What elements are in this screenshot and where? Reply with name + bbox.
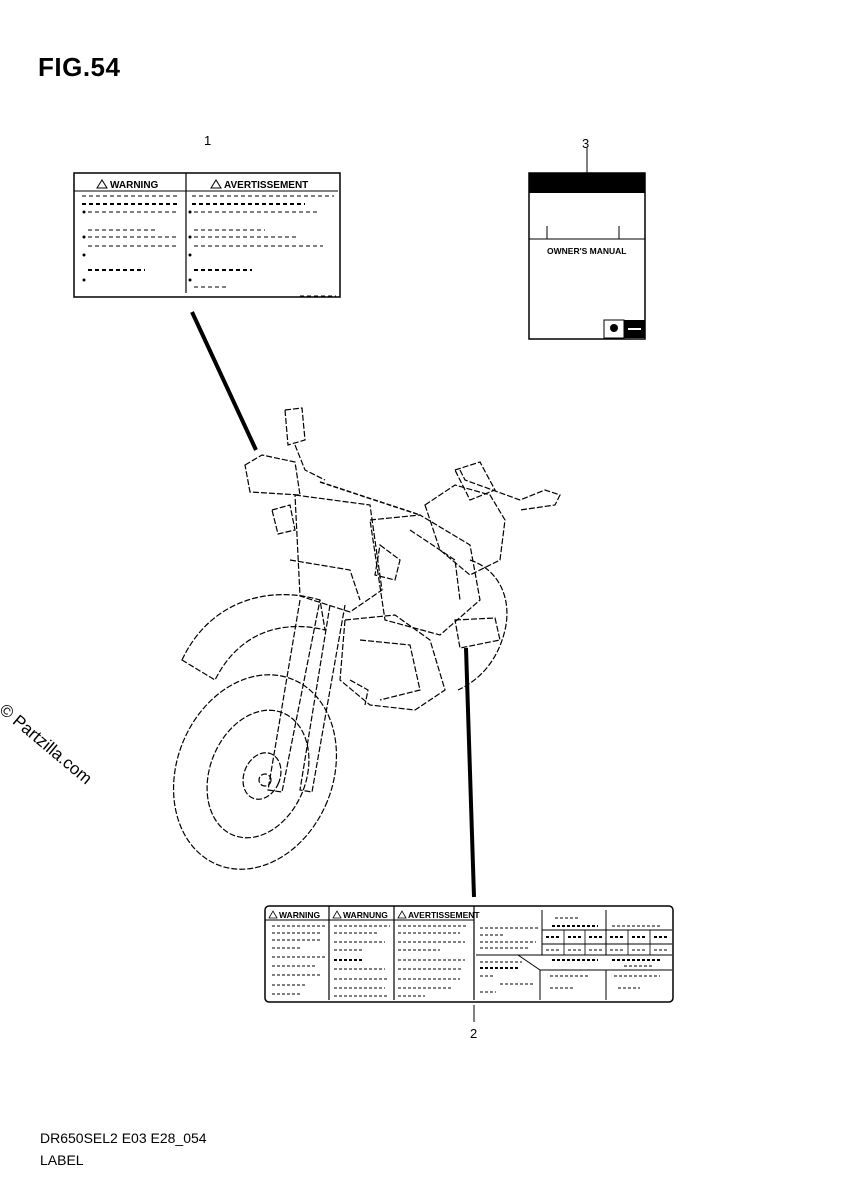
- callout-2: 2: [470, 1026, 478, 1041]
- brand-logo-icon: [610, 324, 618, 332]
- figure-title: FIG.54: [38, 52, 121, 82]
- warning-triangle-icon: [96, 179, 108, 189]
- warning-label-2[interactable]: WARNING WARNUNG AVERTISSEMENT: [264, 905, 674, 1003]
- callout-1: 1: [204, 133, 212, 148]
- owners-manual[interactable]: OWNER'S MANUAL: [528, 148, 646, 340]
- callout-3: 3: [582, 136, 590, 151]
- warning-triangle-icon: [332, 910, 342, 919]
- label2-text-lines: [272, 917, 668, 997]
- label1-bullets: [82, 210, 192, 282]
- motorcycle-outline: [172, 407, 561, 870]
- warning-triangle-icon: [268, 910, 278, 919]
- handlebar: [319, 481, 421, 516]
- footer-label: LABEL: [40, 1152, 84, 1168]
- owners-manual-title: OWNER'S MANUAL: [547, 246, 626, 256]
- leader-line-2: [464, 647, 476, 898]
- label2-avertissement-heading: AVERTISSEMENT: [408, 910, 480, 920]
- footer-code: DR650SEL2 E03 E28_054: [40, 1130, 207, 1146]
- warning-triangle-icon: [210, 179, 222, 189]
- warning-triangle-icon: [397, 910, 407, 919]
- label2-warnung-heading: WARNUNG: [343, 910, 388, 920]
- label2-warning-heading: WARNING: [279, 910, 320, 920]
- label1-text-lines: [82, 195, 336, 297]
- label1-avertissement-heading: AVERTISSEMENT: [224, 180, 308, 191]
- warning-label-1[interactable]: WARNING AVERTISSEMENT: [73, 172, 341, 298]
- leader-line-1: [190, 311, 258, 451]
- label1-warning-heading: WARNING: [110, 180, 159, 191]
